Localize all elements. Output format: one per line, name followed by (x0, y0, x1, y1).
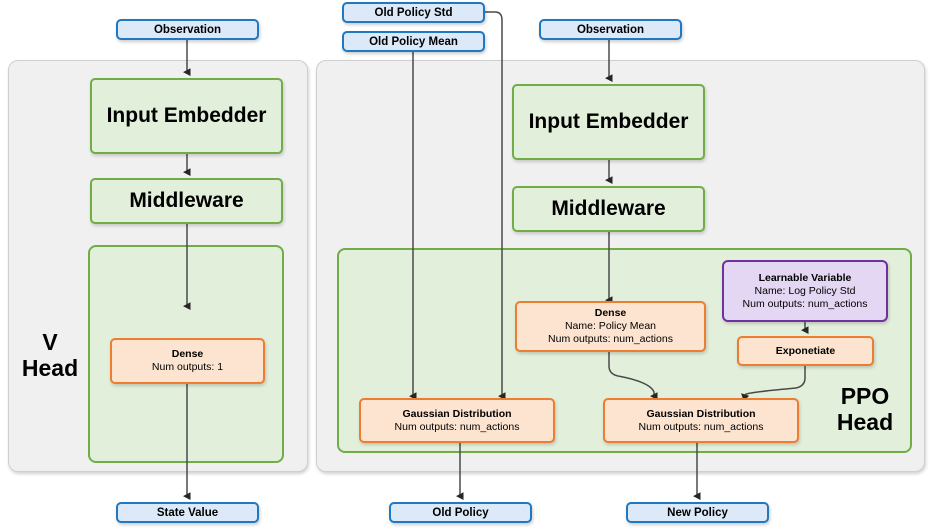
io-node-old-policy[interactable]: Old Policy (389, 502, 532, 523)
module-middleware-v[interactable]: Middleware (90, 178, 283, 224)
group-label-ppo-head-line1: PPO (840, 383, 890, 409)
module-input-embedder-ppo[interactable]: Input Embedder (512, 84, 705, 160)
io-node-observation-v-label: Observation (153, 23, 222, 36)
module-middleware-v-label: Middleware (129, 189, 244, 212)
module-middleware-ppo[interactable]: Middleware (512, 186, 705, 232)
op-exponetiate[interactable]: Exponetiate (737, 336, 874, 366)
module-input-embedder-v-label: Input Embedder (106, 104, 267, 127)
module-middleware-ppo-label: Middleware (551, 197, 666, 220)
op-gaussian-distribution-new-num-outputs: Num outputs: num_actions (638, 420, 764, 433)
variable-log-policy-std-num-outputs: Num outputs: num_actions (742, 297, 868, 310)
io-node-old-policy-std[interactable]: Old Policy Std (342, 2, 485, 23)
op-dense-policy-mean[interactable]: Dense Name: Policy Mean Num outputs: num… (515, 301, 706, 352)
io-node-old-policy-std-label: Old Policy Std (374, 6, 453, 19)
io-node-observation-v[interactable]: Observation (116, 19, 259, 40)
op-exponetiate-label: Exponetiate (775, 344, 836, 357)
module-input-embedder-v[interactable]: Input Embedder (90, 78, 283, 154)
group-label-v-head: V Head (14, 329, 86, 382)
op-dense-policy-mean-num-outputs: Num outputs: num_actions (548, 333, 673, 345)
io-node-observation-ppo-label: Observation (576, 23, 645, 36)
op-gaussian-distribution-old-num-outputs: Num outputs: num_actions (394, 420, 520, 433)
op-gaussian-distribution-new-title: Gaussian Distribution (646, 407, 756, 420)
io-node-new-policy[interactable]: New Policy (626, 502, 769, 523)
op-dense-v-title: Dense (171, 348, 204, 360)
variable-log-policy-std[interactable]: Learnable Variable Name: Log Policy Std … (722, 260, 888, 322)
variable-log-policy-std-title: Learnable Variable (758, 271, 852, 284)
op-dense-policy-mean-name: Name: Policy Mean (564, 320, 657, 332)
op-dense-v[interactable]: Dense Num outputs: 1 (110, 338, 265, 384)
variable-log-policy-std-name: Name: Log Policy Std (754, 284, 856, 297)
io-node-old-policy-mean[interactable]: Old Policy Mean (342, 31, 485, 52)
io-node-state-value-label: State Value (156, 506, 219, 519)
io-node-observation-ppo[interactable]: Observation (539, 19, 682, 40)
group-label-v-head-line1: V (42, 329, 58, 355)
group-label-ppo-head: PPO Head (818, 383, 912, 436)
op-gaussian-distribution-old[interactable]: Gaussian Distribution Num outputs: num_a… (359, 398, 555, 443)
io-node-old-policy-mean-label: Old Policy Mean (369, 35, 458, 48)
op-dense-v-num-outputs: Num outputs: 1 (151, 361, 224, 373)
group-label-v-head-line2: Head (21, 354, 79, 381)
op-gaussian-distribution-old-title: Gaussian Distribution (402, 407, 512, 420)
module-input-embedder-ppo-label: Input Embedder (528, 110, 689, 133)
op-gaussian-distribution-new[interactable]: Gaussian Distribution Num outputs: num_a… (603, 398, 799, 443)
group-label-ppo-head-line2: Head (836, 408, 894, 435)
op-dense-policy-mean-title: Dense (594, 307, 627, 319)
io-node-state-value[interactable]: State Value (116, 502, 259, 523)
io-node-old-policy-label: Old Policy (432, 506, 489, 519)
io-node-new-policy-label: New Policy (667, 506, 728, 519)
